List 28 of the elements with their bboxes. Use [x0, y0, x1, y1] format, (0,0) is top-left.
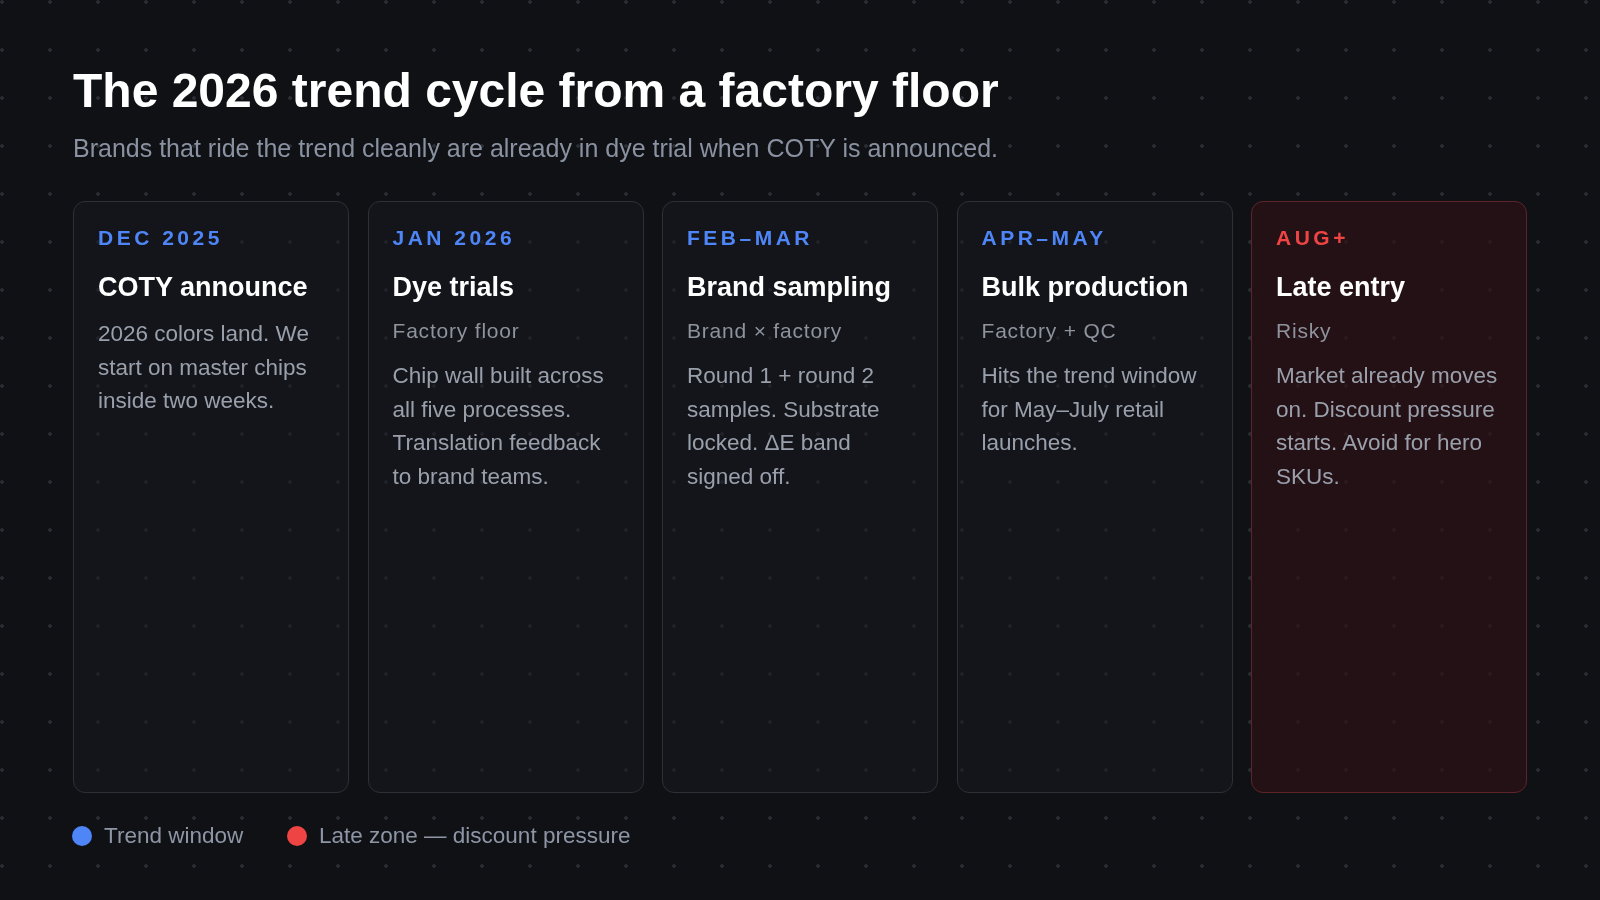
stage-description: 2026 colors land. We start on master chips inside two weeks. [98, 320, 310, 415]
period-label: DEC 2025 [98, 226, 224, 250]
period-label: FEB–MAR [687, 226, 814, 250]
stage-card [956, 201, 1233, 793]
legend-label: Late zone — discount pressure [319, 822, 631, 850]
stage-owner: Brand × factory [687, 318, 843, 344]
stage-owner: Factory floor [392, 318, 521, 344]
diagram-title: The 2026 trend cycle from a factory floor [73, 63, 999, 119]
stage-description: Market already moves on. Discount pressure starts. Avoid for hero SKUs. [1276, 362, 1499, 491]
stage-title: Late entry [1276, 271, 1407, 303]
stage-card [367, 201, 644, 793]
stage-card [662, 201, 938, 793]
stage-card [1251, 201, 1527, 793]
subtitle-text: Brands that ride the trend cleanly are already in dye trial when COTY is announced. [73, 133, 999, 163]
stage-title: Bulk production [981, 271, 1190, 303]
period-label: AUG+ [1276, 226, 1350, 250]
stage-title: Dye trials [392, 271, 516, 303]
stage-title: COTY announce [98, 271, 309, 303]
stage-owner: Risky [1276, 318, 1333, 344]
legend-label: Trend window [104, 822, 244, 850]
stage-card [73, 201, 349, 793]
stage-description: Chip wall built across all five processes. Translation feedback to brand teams. [392, 362, 605, 491]
stage-description: Hits the trend window for May–July retail launches. [981, 362, 1198, 457]
stage-owner: Factory + QC [981, 318, 1118, 344]
stage-title: Brand sampling [687, 271, 893, 303]
period-label: JAN 2026 [392, 226, 517, 250]
stage-description: Round 1 + round 2 samples. Substrate locked. ΔE band signed off. [687, 362, 881, 491]
period-label: APR–MAY [981, 226, 1108, 250]
